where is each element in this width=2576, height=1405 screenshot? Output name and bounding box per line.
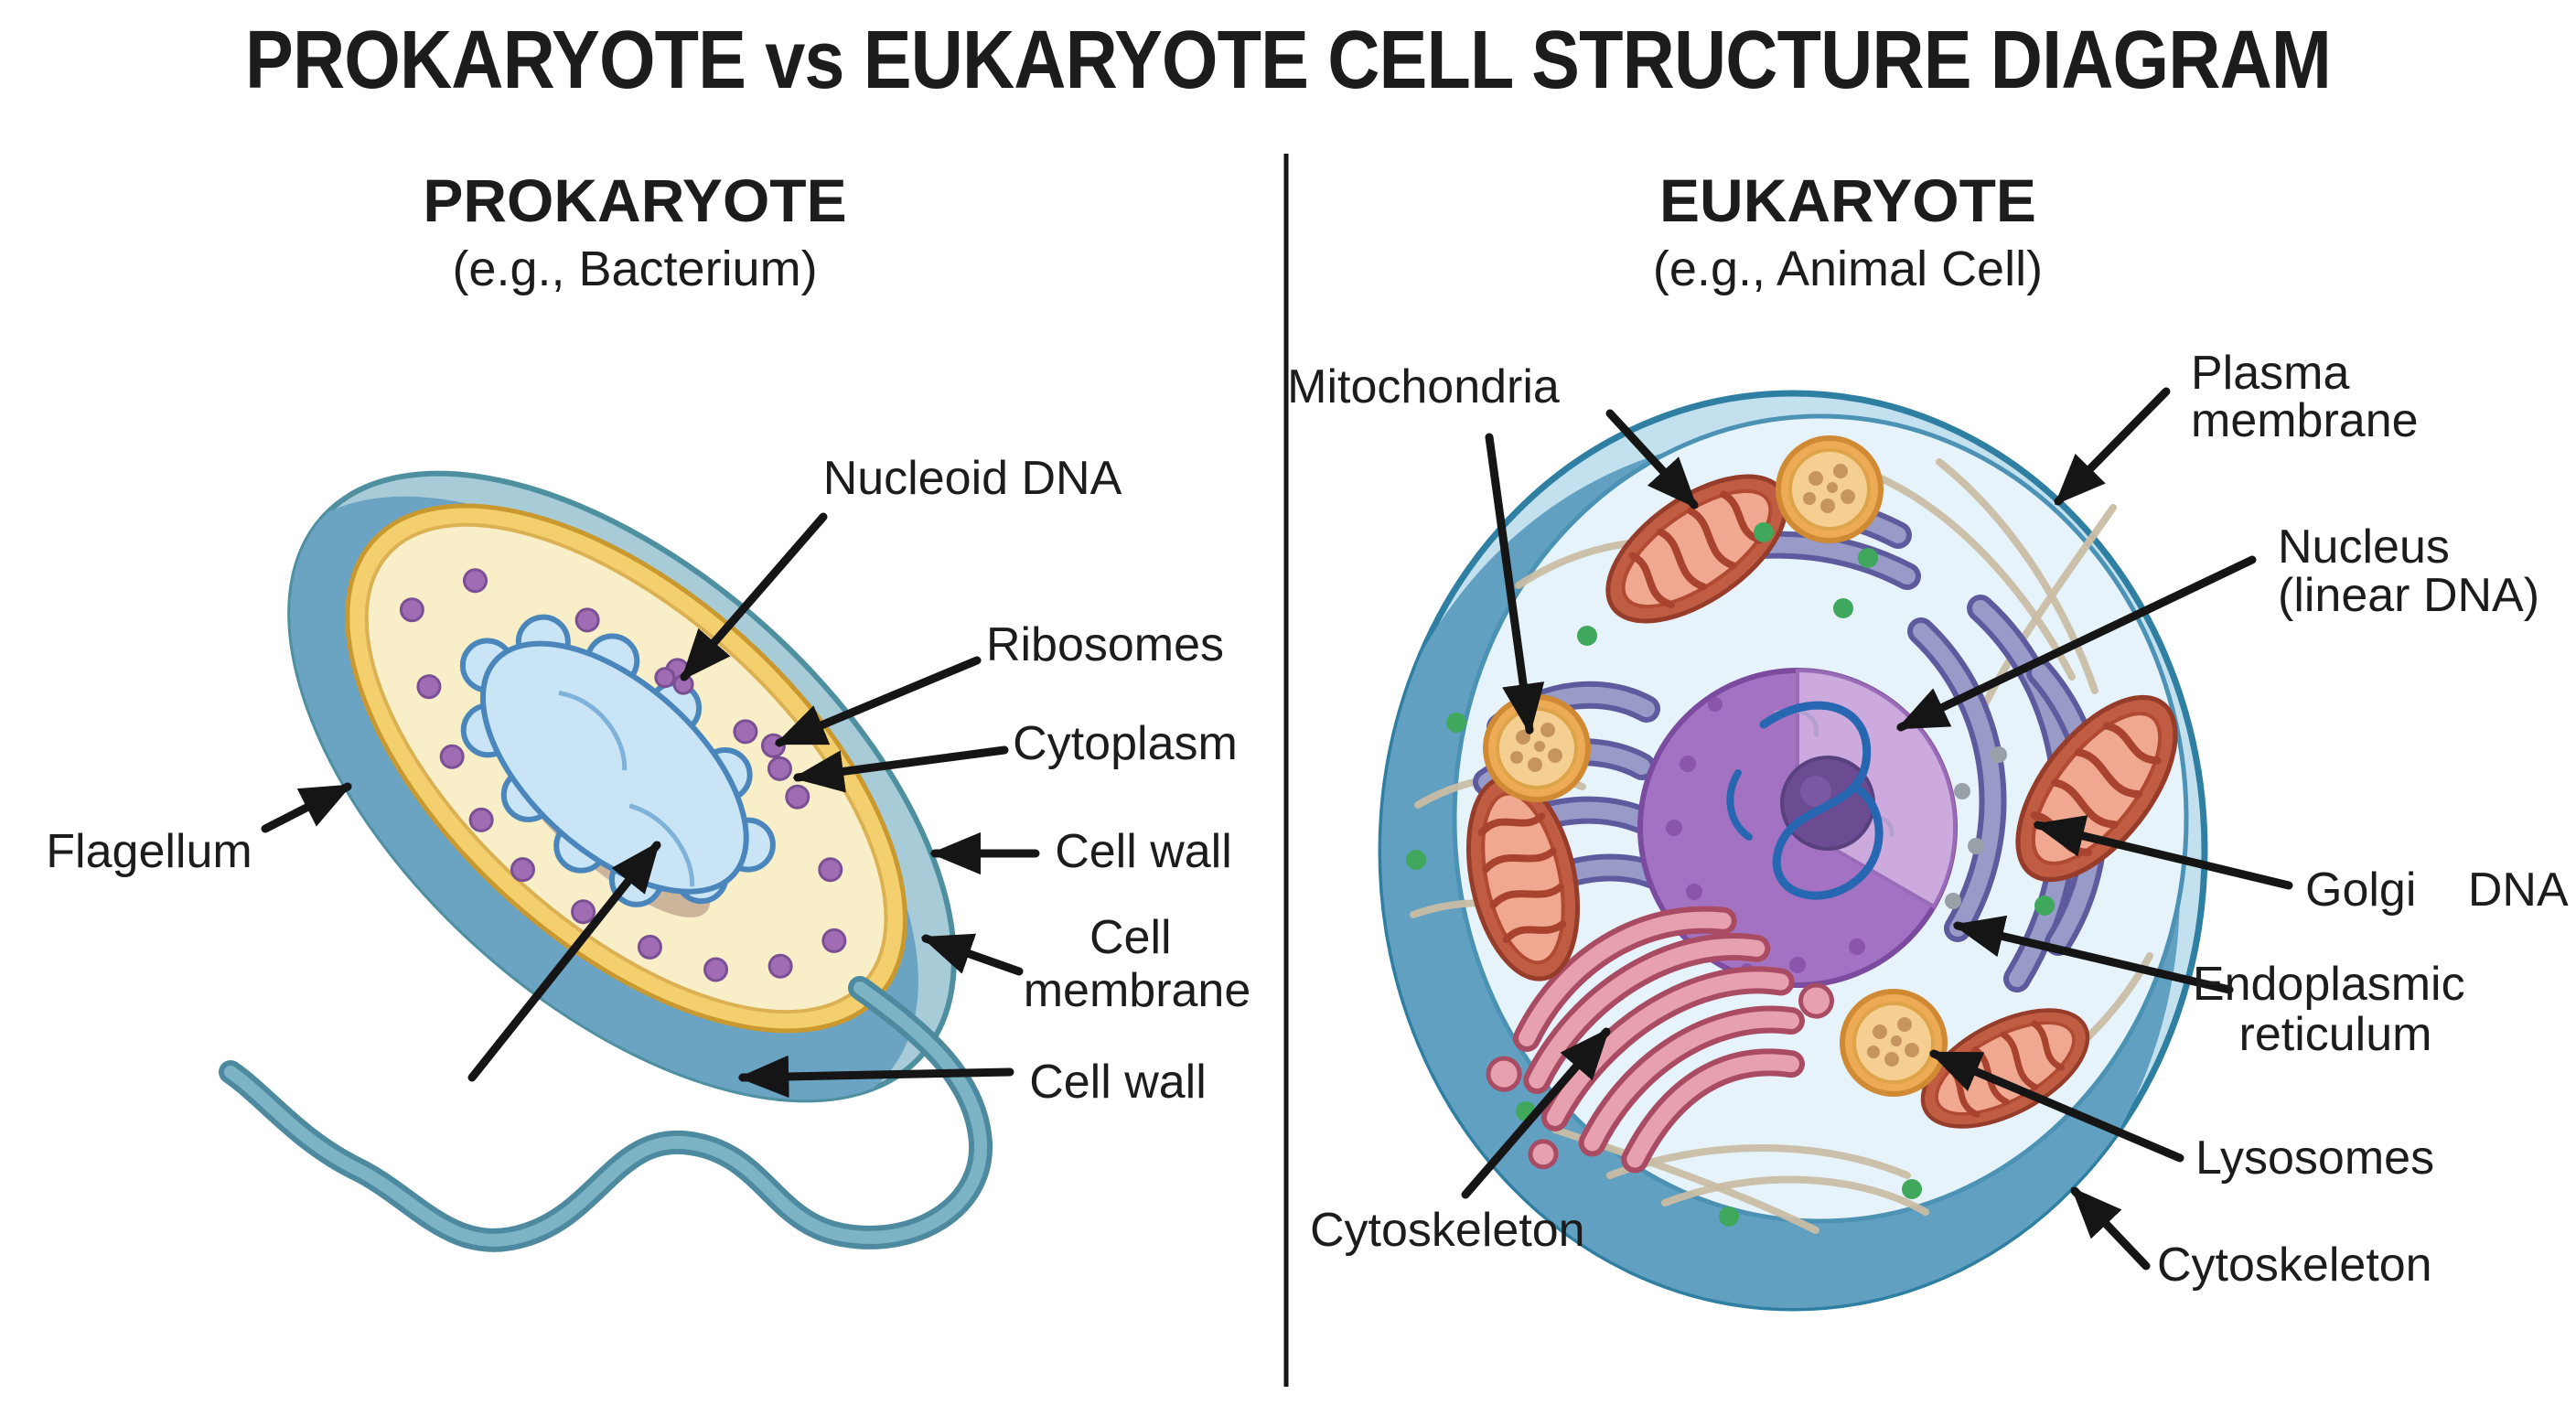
label-plasma-membrane: Plasma membrane <box>2191 347 2419 447</box>
lysosome-left <box>1486 697 1588 799</box>
label-cytoskeleton-right: Cytoskeleton <box>2157 1239 2432 1292</box>
label-nucleoid-dna: Nucleoid DNA <box>823 452 1122 505</box>
arrow-nucleus <box>1895 555 2257 732</box>
arrow-cell-membrane <box>920 933 1024 976</box>
arrow-ribosomes <box>774 656 982 747</box>
label-cell-wall-lower: Cell wall <box>1029 1056 1207 1109</box>
arrow-mitochondria-2 <box>1485 433 1545 735</box>
arrow-mitochondria-1 <box>1605 409 1699 509</box>
eukaryote-subheading: (e.g., Animal Cell) <box>1653 241 2043 296</box>
arrow-cytoplasm <box>792 745 1009 793</box>
label-golgi-dna: Golgi DNA <box>2305 863 2569 917</box>
arrow-interior-unlabeled <box>467 841 661 1082</box>
arrow-lysosomes <box>1928 1049 2184 1163</box>
lysosome-bottom <box>1842 992 1945 1094</box>
label-mitochondria: Mitochondria <box>1287 360 1560 413</box>
prokaryote-arrows <box>261 512 1040 1099</box>
page-title: PROKARYOTE vs EUKARYOTE CELL STRUCTURE D… <box>245 15 2331 106</box>
arrow-golgi-dna <box>2033 815 2293 890</box>
label-cytoplasm: Cytoplasm <box>1013 717 1238 770</box>
arrow-plasma-membrane <box>2054 387 2171 506</box>
label-endoplasmic-reticulum: Endoplasmic reticulum <box>2193 958 2478 1061</box>
label-nucleus: Nucleus (linear DNA) <box>2278 520 2539 622</box>
nucleus <box>1637 668 1958 988</box>
label-ribosomes: Ribosomes <box>986 618 1224 671</box>
gray-granules <box>1945 746 2007 909</box>
label-cytoskeleton-left: Cytoskeleton <box>1310 1204 1585 1257</box>
flagellum-tail <box>219 976 993 1252</box>
label-lysosomes: Lysosomes <box>2195 1132 2434 1185</box>
lysosome-top <box>1778 438 1881 541</box>
green-vesicles <box>1406 522 2055 1227</box>
prokaryote-heading: PROKARYOTE <box>423 166 846 234</box>
label-flagellum: Flagellum <box>46 825 252 878</box>
linear-dna-strand <box>1759 701 1884 900</box>
arrow-flagellum <box>261 782 352 833</box>
golgi-apparatus <box>1486 906 1835 1174</box>
arrow-nucleoid-dna <box>680 512 828 681</box>
arrow-endoplasmic-reticulum <box>1952 915 2234 994</box>
eukaryote-arrows <box>1461 387 2293 1271</box>
arrow-cell-wall-lower <box>737 1055 1014 1099</box>
prokaryote-cell-illustration <box>258 470 957 1120</box>
arrow-cytoskeleton-right <box>2070 1186 2151 1271</box>
arrow-cytoskeleton-left <box>1461 1027 1611 1199</box>
label-cell-wall-upper: Cell wall <box>1055 825 1232 878</box>
prokaryote-subheading: (e.g., Bacterium) <box>452 241 817 296</box>
eukaryote-heading: EUKARYOTE <box>1659 166 2036 234</box>
label-cell-membrane: Cell membrane <box>1024 911 1251 1017</box>
